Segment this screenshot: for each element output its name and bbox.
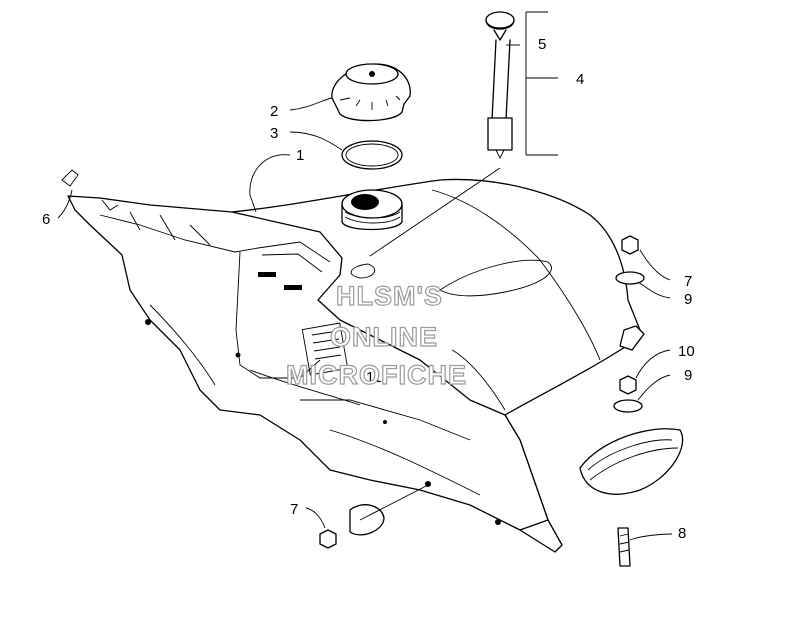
fuel-tank (231, 178, 641, 553)
leader-lines (57, 11, 673, 541)
callout-7-lower: 7 (290, 501, 298, 518)
callout-11: 11 (366, 369, 382, 386)
callout-4: 4 (576, 71, 584, 88)
callout-8: 8 (678, 525, 686, 542)
callout-7-upper: 7 (684, 273, 692, 290)
callout-9-upper: 9 (684, 291, 692, 308)
watermark-line-1: HLSM'S (336, 281, 443, 311)
gasket (341, 140, 403, 170)
watermark-line-2: ONLINE (330, 322, 438, 352)
side-shroud (67, 195, 549, 531)
callout-9-lower: 9 (684, 367, 692, 384)
watermark-line-3: MICROFICHE (286, 360, 467, 390)
callout-1: 1 (296, 147, 304, 164)
callout-6: 6 (42, 211, 50, 228)
fuel-gauge (485, 11, 515, 160)
callout-3: 3 (270, 125, 278, 142)
watermark: HLSM'S ONLINE MICROFICHE (285, 280, 467, 390)
callout-10: 10 (678, 343, 695, 360)
callout-2: 2 (270, 103, 278, 120)
callouts: 1 2 3 4 5 6 7 7 8 9 9 10 11 (42, 36, 695, 542)
callout-5: 5 (538, 36, 546, 53)
fuel-cap (331, 63, 411, 122)
